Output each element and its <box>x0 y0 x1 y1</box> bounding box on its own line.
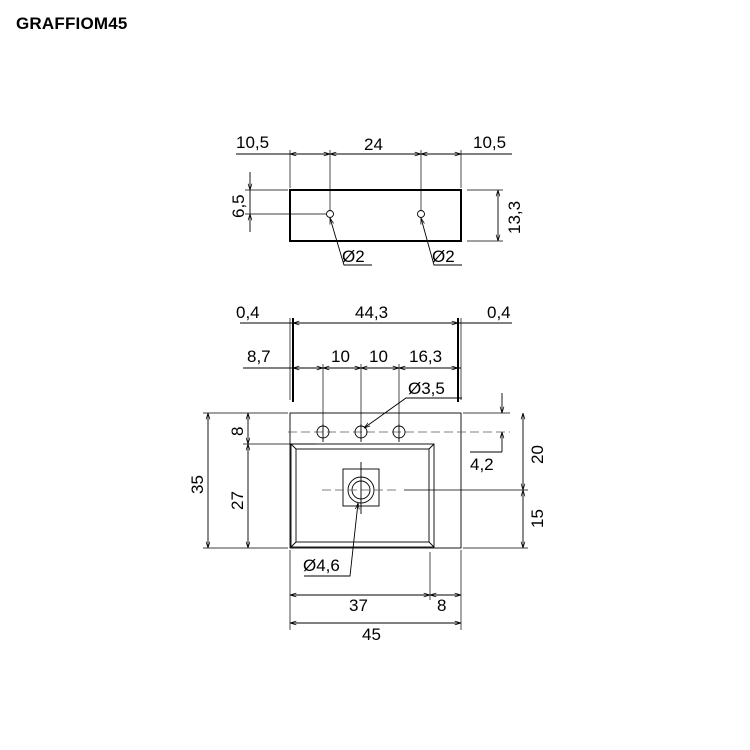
front-dim-rim-left: 0,4 <box>236 303 260 322</box>
front-drain-diameter: Ø4,6 <box>303 556 340 575</box>
front-dim-total-depth: 35 <box>188 475 207 494</box>
front-dim-tap-spacing-1: 10 <box>331 347 350 366</box>
front-dim-right-upper: 20 <box>528 445 547 464</box>
front-dim-tap-spacing-2: 10 <box>369 347 388 366</box>
top-hole-right-diameter: Ø2 <box>432 247 455 266</box>
front-dim-right-lower: 15 <box>528 509 547 528</box>
front-tap-hole-diameter: Ø3,5 <box>408 379 445 398</box>
top-hole-right <box>417 210 425 218</box>
top-view-outline <box>289 189 462 242</box>
top-dim-left: 10,5 <box>236 133 269 152</box>
top-view: 10,5 24 10,5 Ø2 Ø2 6,5 13,3 <box>229 133 524 266</box>
front-dim-basin-height: 27 <box>228 491 247 510</box>
front-dim-drain-to-left: 37 <box>349 596 368 615</box>
front-dim-tap-offset: 8,7 <box>247 347 271 366</box>
front-dim-tap-from-top: 8 <box>228 427 247 436</box>
front-dim-rim-right: 0,4 <box>487 303 511 322</box>
front-dim-drain-to-right: 8 <box>437 596 446 615</box>
basin-outer-outline <box>289 412 462 549</box>
top-hole-left <box>326 210 334 218</box>
top-dim-height: 13,3 <box>505 201 524 234</box>
front-dim-total-width: 45 <box>362 625 381 644</box>
basin-inner-outline <box>290 443 435 548</box>
top-hole-left-diameter: Ø2 <box>342 247 365 266</box>
top-dim-center: 24 <box>364 135 383 154</box>
top-dim-hole-offset: 6,5 <box>229 194 248 218</box>
top-dim-right: 10,5 <box>473 133 506 152</box>
front-view: 0,4 44,3 0,4 8,7 10 10 16,3 Ø3,5 8 27 35 <box>188 303 547 644</box>
front-dim-tap-hole-depth: 4,2 <box>470 455 494 474</box>
front-dim-tap-right: 16,3 <box>409 347 442 366</box>
front-dim-inner-width: 44,3 <box>355 303 388 322</box>
drawing-title: GRAFFIOM45 <box>16 14 128 33</box>
